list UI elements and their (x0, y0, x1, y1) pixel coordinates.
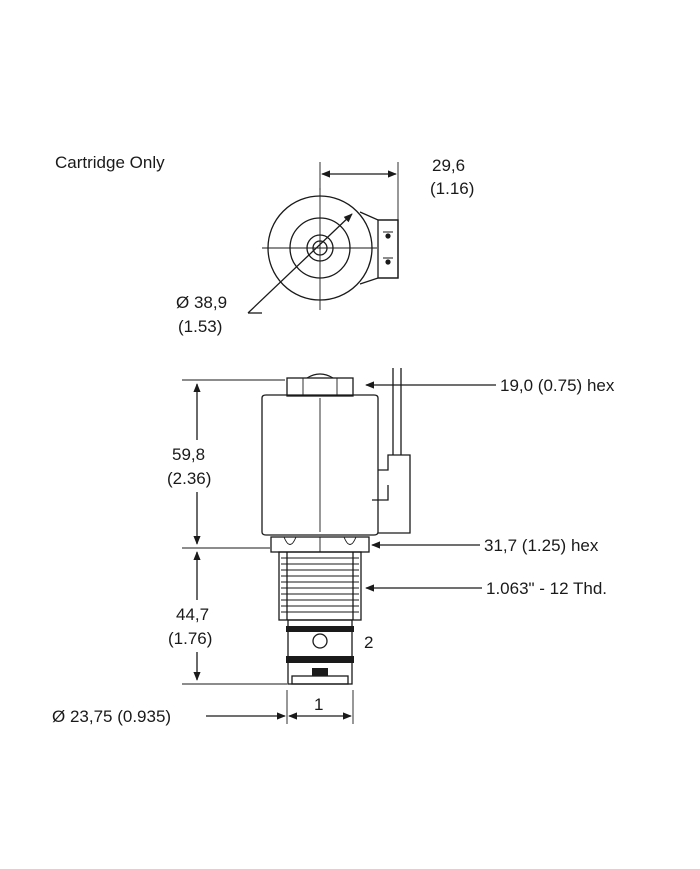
port-2-label: 2 (364, 633, 373, 652)
nut-hex-label: 19,0 (0.75) hex (500, 376, 615, 395)
diameter-in-label: (1.53) (178, 317, 222, 336)
thread-section (278, 551, 362, 621)
body-height-in-label: (1.76) (168, 629, 212, 648)
nose-tip (291, 675, 349, 685)
stem-inner (312, 240, 328, 256)
body-hex-label: 31,7 (1.25) hex (484, 536, 599, 555)
port-1-nose (312, 668, 328, 676)
page-title: Cartridge Only (55, 153, 165, 172)
port-2-hole (312, 633, 328, 649)
coil-outline (267, 195, 373, 301)
diameter-leader (247, 213, 353, 314)
body-height-mm-label: 44,7 (176, 605, 209, 624)
connector-pin-bottom (385, 259, 391, 265)
body-hex-facets (283, 536, 357, 545)
port-1-label: 1 (314, 695, 323, 714)
width-mm-label: 29,6 (432, 156, 465, 175)
width-in-label: (1.16) (430, 179, 474, 198)
side-connector (378, 454, 411, 534)
bore-diameter-label: Ø 23,75 (0.935) (52, 707, 171, 726)
seal-lower (286, 656, 354, 663)
seal-upper (286, 626, 354, 632)
coil-height-in-label: (2.36) (167, 469, 211, 488)
lead-wires (392, 368, 402, 455)
connector-pin-marks (383, 231, 393, 259)
thread-label: 1.063" - 12 Thd. (486, 579, 607, 598)
top-view: 29,6 (1.16) Ø 38,9 (1.53) (176, 156, 474, 336)
side-view: 2 1 59,8 (2.36) 44,7 (1.76) 19,0 (0.75) … (52, 368, 615, 726)
top-nut (286, 377, 354, 397)
connector-block (377, 219, 399, 279)
coil-body (261, 394, 379, 536)
connector-pin-top (385, 233, 391, 239)
coil-height-mm-label: 59,8 (172, 445, 205, 464)
stem-outer (306, 234, 334, 262)
side-connector-step (372, 485, 389, 501)
coil-inner-ring (289, 217, 351, 279)
thread-hatching (281, 557, 359, 613)
diameter-mm-label: Ø 38,9 (176, 293, 227, 312)
top-nut-crown (306, 373, 334, 379)
